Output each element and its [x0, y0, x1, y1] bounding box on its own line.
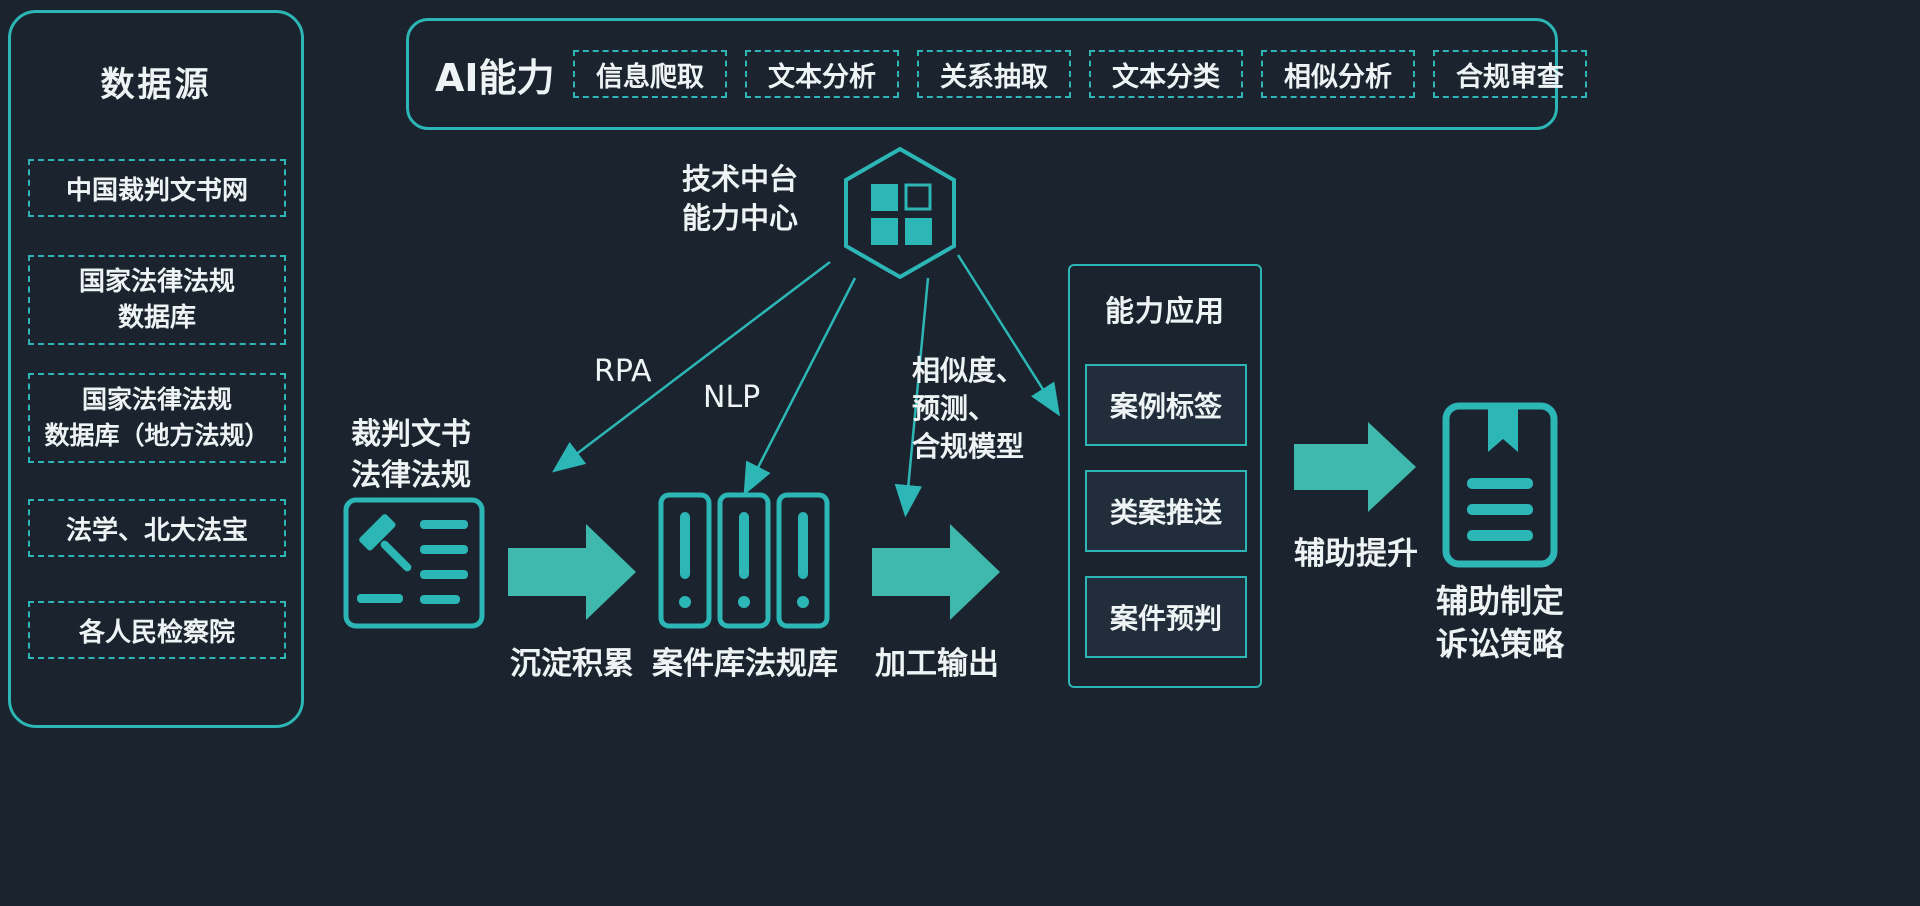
data-sources-panel: 数据源 中国裁判文书网 国家法律法规 数据库 国家法律法规 数据库（地方法规） … — [8, 10, 304, 728]
source-doc-label: 裁判文书 法律法规 — [351, 417, 471, 493]
applications-title: 能力应用 — [1104, 294, 1225, 328]
accumulate-label: 沉淀积累 — [510, 646, 634, 682]
hexagon-grid-icon — [844, 146, 956, 280]
ai-panel-title: AI能力 — [435, 55, 555, 100]
application-item: 案例标签 — [1085, 364, 1247, 446]
application-item: 类案推送 — [1085, 470, 1247, 552]
data-source-item: 国家法律法规 数据库 — [28, 255, 286, 345]
bookmark-ribbon — [1488, 409, 1518, 452]
gavel-document-icon — [343, 497, 485, 629]
data-source-item: 法学、北大法宝 — [28, 499, 286, 557]
applications-panel: 能力应用 案例标签 类案推送 案件预判 — [1068, 264, 1262, 688]
application-item: 案件预判 — [1085, 576, 1247, 658]
ai-capability-item: 文本分析 — [745, 50, 899, 98]
result-label: 辅助制定 诉讼策略 — [1435, 582, 1564, 663]
assist-label: 辅助提升 — [1294, 536, 1418, 572]
ai-capability-item: 信息爬取 — [573, 50, 727, 98]
nlp-label: NLP — [703, 380, 761, 415]
flow-arrow-assist-icon — [1294, 422, 1416, 512]
ai-capability-list: 信息爬取 文本分析 关系抽取 文本分类 相似分析 合规审查 — [573, 50, 1587, 98]
process-label: 加工输出 — [875, 646, 999, 682]
data-sources-title: 数据源 — [100, 65, 212, 105]
strategy-document-icon — [1442, 402, 1558, 568]
data-source-item: 中国裁判文书网 — [28, 159, 286, 217]
flow-arrow-process-icon — [872, 524, 1000, 620]
ai-capability-item: 文本分类 — [1089, 50, 1243, 98]
data-source-item: 各人民检察院 — [28, 601, 286, 659]
ai-capability-item: 合规审查 — [1433, 50, 1587, 98]
ai-capability-item: 关系抽取 — [917, 50, 1071, 98]
ai-capability-item: 相似分析 — [1261, 50, 1415, 98]
ai-panel: AI能力 信息爬取 文本分析 关系抽取 文本分类 相似分析 合规审查 — [406, 18, 1587, 130]
case-library-icon — [658, 492, 830, 629]
store-label: 案件库法规库 — [652, 646, 838, 682]
rpa-label: RPA — [594, 354, 652, 389]
model-label: 相似度、 预测、 合规模型 — [912, 354, 1025, 463]
flow-arrow-accumulate-icon — [508, 524, 636, 620]
connector-arrow-nlp — [743, 277, 857, 496]
platform-label: 技术中台 能力中心 — [681, 162, 798, 235]
data-source-item: 国家法律法规 数据库（地方法规） — [28, 373, 286, 463]
